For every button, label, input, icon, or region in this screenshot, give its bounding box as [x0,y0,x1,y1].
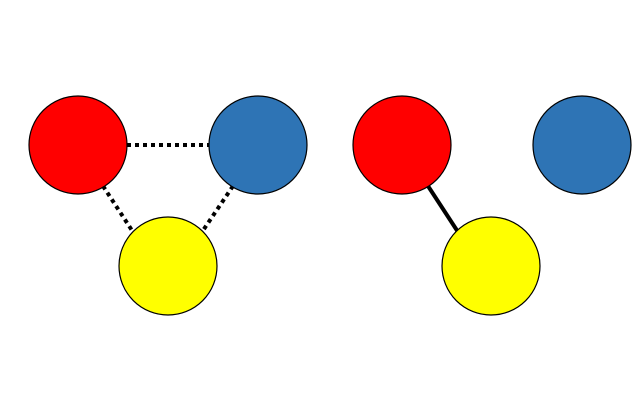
graph-left [28,95,308,316]
node-yellow [118,216,218,316]
edge-red-yellow-solid [426,184,460,234]
node-blue [208,95,308,195]
node-red [28,95,128,195]
node-blue [532,95,632,195]
edge-red-yellow-dotted [101,184,135,234]
node-yellow [441,216,541,316]
graph-right [352,95,632,316]
node-red [352,95,452,195]
edge-blue-yellow-dotted [200,184,235,234]
